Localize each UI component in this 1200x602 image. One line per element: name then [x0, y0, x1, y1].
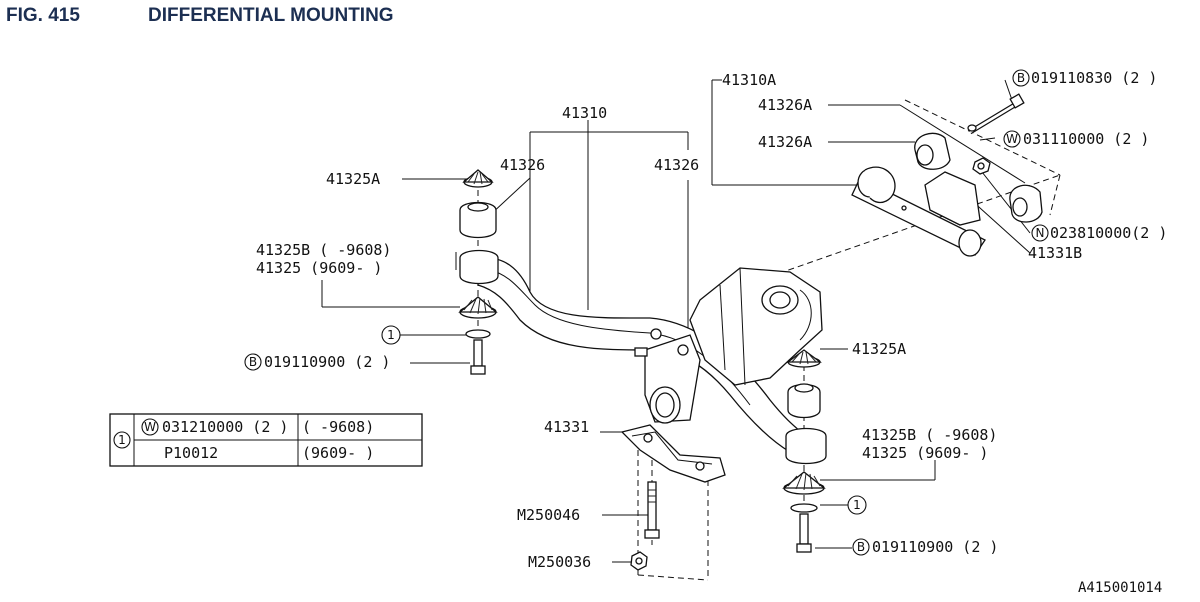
right-mount-stack: [782, 349, 827, 553]
label-41325A-right: 41325A: [852, 340, 906, 358]
legend-row2-part: P10012: [164, 444, 218, 462]
figure-title: DIFFERENTIAL MOUNTING: [148, 5, 394, 26]
label-41325-left: 41325 (9609- ): [256, 259, 382, 277]
differential-housing: [689, 267, 823, 386]
label-41331: 41331: [544, 418, 589, 436]
legend-ref: 1: [118, 433, 126, 447]
bolt-right-symbol-icon: [852, 538, 870, 556]
label-bolt-left: 019110900 (2 ): [264, 353, 390, 371]
legend-row2-range: (9609- ): [302, 444, 374, 462]
bolt-symbol-icon: [1012, 69, 1030, 87]
nut-symbol-icon: [1031, 224, 1049, 242]
bolt-left-symbol-icon: [244, 353, 262, 371]
label-washer-top: 031110000 (2 ): [1023, 130, 1149, 148]
label-41325-right: 41325 (9609- ): [862, 444, 988, 462]
label-M250046: M250046: [517, 506, 580, 524]
crossmember: [477, 257, 812, 453]
legend-row1-part: 031210000 (2 ): [162, 418, 288, 436]
label-41325B-right: 41325B ( -9608): [862, 426, 997, 444]
legend-table: 1 W 031210000 (2 ) ( -9608) P10012 (9609…: [109, 413, 423, 467]
part-labels: 41310 41310A 41326A 41326A 41326 41326 4…: [244, 69, 1167, 596]
ref1-left: 1: [387, 328, 395, 342]
rear-mount-member: [851, 93, 1043, 257]
left-mount-stack: [458, 169, 499, 375]
legend-washer-icon: [141, 418, 159, 436]
nut-right-prefix: N: [1036, 226, 1045, 240]
figure-header: FIG. 415 DIFFERENTIAL MOUNTING: [6, 5, 394, 27]
legend-ref-icon: [113, 431, 131, 449]
label-41310A: 41310A: [722, 71, 776, 89]
lower-bracket: [620, 424, 726, 483]
label-41310: 41310: [562, 104, 607, 122]
label-bolt-right: 019110900 (2 ): [872, 538, 998, 556]
label-41331B: 41331B: [1028, 244, 1082, 262]
label-41326-right: 41326: [654, 156, 699, 174]
label-M250036: M250036: [528, 553, 591, 571]
ref-circle-right-icon: [847, 495, 867, 515]
label-41325A-left: 41325A: [326, 170, 380, 188]
bolt-left-prefix: B: [249, 355, 257, 369]
lower-bolts: [630, 481, 660, 571]
ref1-right: 1: [853, 498, 861, 512]
label-41325B-left: 41325B ( -9608): [256, 241, 391, 259]
ref-circle-left-icon: [381, 325, 401, 345]
legend-row1-range: ( -9608): [302, 418, 374, 436]
leader-lines: [321, 79, 1031, 563]
bolt-right-prefix: B: [857, 540, 865, 554]
bolt-top-prefix: B: [1017, 71, 1025, 85]
label-41326A-lower: 41326A: [758, 133, 812, 151]
label-nut-right: 023810000(2 ): [1050, 224, 1167, 242]
label-bolt-top: 019110830 (2 ): [1031, 69, 1157, 87]
legend-row1-prefix: W: [144, 420, 156, 434]
washer-top-prefix: W: [1006, 132, 1018, 146]
washer-symbol-icon: [1003, 130, 1021, 148]
figure-number: FIG. 415: [6, 5, 80, 26]
figure-code: A415001014: [1078, 580, 1162, 596]
label-41326A-upper: 41326A: [758, 96, 812, 114]
label-41326-left: 41326: [500, 156, 545, 174]
